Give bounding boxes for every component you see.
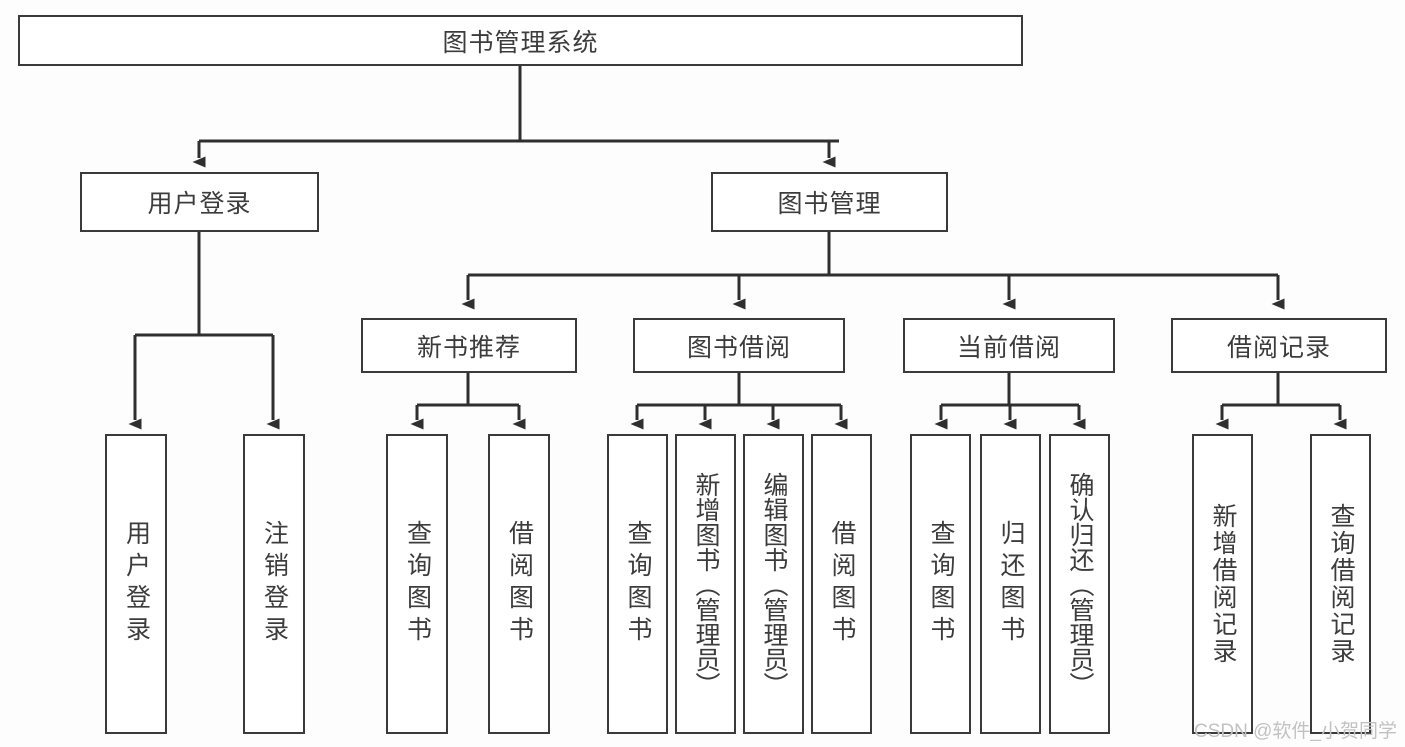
node-book-borrow[interactable]: 图书借阅 <box>633 318 845 373</box>
leaf-query-book-recommend[interactable]: 查询图书 <box>386 434 448 734</box>
leaf-query-book-borrow[interactable]: 查询图书 <box>607 434 668 734</box>
node-root-system[interactable]: 图书管理系统 <box>18 15 1023 66</box>
leaf-query-borrow-record[interactable]: 查询借阅记录 <box>1310 434 1371 734</box>
leaf-add-book-admin[interactable]: 新增图书（管理员） <box>675 434 736 734</box>
csdn-watermark: CSDN @软件_小贺同学 <box>1194 721 1397 742</box>
leaf-query-book-current[interactable]: 查询图书 <box>910 434 971 734</box>
leaf-return-book[interactable]: 归还图书 <box>980 434 1041 734</box>
leaf-user-login[interactable]: 用户登录 <box>105 434 167 734</box>
node-new-book-recommend[interactable]: 新书推荐 <box>361 318 577 373</box>
leaf-confirm-return-admin[interactable]: 确认归还（管理员） <box>1049 434 1110 734</box>
leaf-user-logout[interactable]: 注销登录 <box>243 434 305 734</box>
leaf-borrow-book-recommend[interactable]: 借阅图书 <box>488 434 550 734</box>
leaf-edit-book-admin[interactable]: 编辑图书（管理员） <box>743 434 804 734</box>
node-book-management[interactable]: 图书管理 <box>711 172 948 232</box>
leaf-borrow-book-borrow[interactable]: 借阅图书 <box>811 434 872 734</box>
node-user-login[interactable]: 用户登录 <box>80 172 319 232</box>
leaf-add-borrow-record[interactable]: 新增借阅记录 <box>1192 434 1253 734</box>
node-borrow-records[interactable]: 借阅记录 <box>1171 318 1387 373</box>
node-current-borrow[interactable]: 当前借阅 <box>903 318 1115 373</box>
